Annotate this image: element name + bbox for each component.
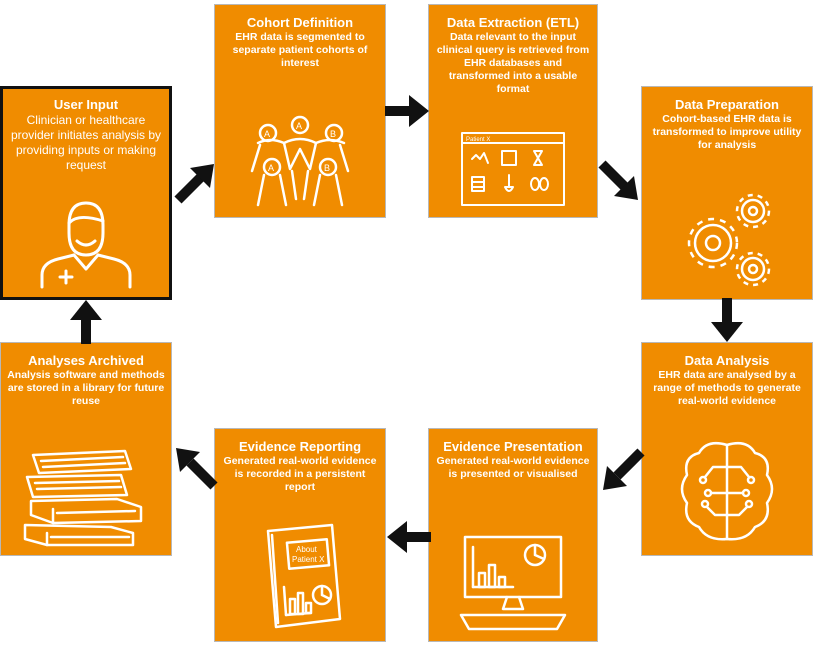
svg-text:A: A — [268, 163, 274, 173]
step-description: Cohort-based EHR data is transformed to … — [652, 113, 802, 151]
step-data-analysis: Data Analysis EHR data are analysed by a… — [641, 342, 813, 556]
computer-chart-icon — [459, 535, 567, 631]
step-user-input: User Input Clinician or healthcare provi… — [0, 86, 172, 300]
arrow-extraction-to-preparation — [598, 160, 638, 200]
step-description: EHR data are analysed by a range of meth… — [653, 369, 801, 407]
arrow-analysis-to-presentation — [603, 448, 645, 490]
step-description: Generated real-world evidence is recorde… — [223, 455, 377, 493]
svg-text:B: B — [330, 129, 336, 139]
gears-icon — [687, 193, 771, 287]
window-tab-label: Patient X — [466, 137, 490, 143]
step-title: Evidence Reporting — [238, 439, 362, 454]
svg-text:A: A — [264, 129, 270, 139]
brain-circuit-icon — [680, 442, 774, 541]
report-icon: About Patient X — [266, 523, 342, 629]
step-title: User Input — [53, 97, 119, 112]
arrow-cohort-to-extraction — [385, 95, 429, 127]
step-description: Data relevant to the input clinical quer… — [436, 31, 590, 95]
step-title: Cohort Definition — [246, 15, 354, 30]
books-icon — [23, 449, 143, 547]
step-description: Clinician or healthcare provider initiat… — [10, 113, 162, 172]
step-description: Generated real-world evidence is present… — [436, 455, 590, 480]
arrow-archived-to-user-input — [70, 300, 102, 344]
step-evidence-presentation: Evidence Presentation Generated real-wor… — [428, 428, 598, 642]
report-label-line1: About — [296, 545, 318, 554]
step-description: Analysis software and methods are stored… — [7, 369, 165, 407]
arrow-reporting-to-archived — [176, 448, 218, 490]
svg-text:B: B — [324, 163, 330, 173]
step-cohort-definition: Cohort Definition EHR data is segmented … — [214, 4, 386, 218]
step-title: Evidence Presentation — [443, 439, 583, 454]
arrow-presentation-to-reporting — [387, 521, 431, 553]
database-window-icon: Patient X — [461, 132, 565, 206]
step-title: Data Analysis — [684, 353, 770, 368]
step-title: Analyses Archived — [28, 353, 144, 368]
people-cohort-icon: A A B A B — [250, 115, 350, 207]
step-description: EHR data is segmented to separate patien… — [232, 31, 368, 69]
step-analyses-archived: Analyses Archived Analysis software and … — [0, 342, 172, 556]
step-title: Data Extraction (ETL) — [446, 15, 580, 30]
report-label-line2: Patient X — [292, 555, 325, 564]
step-data-preparation: Data Preparation Cohort-based EHR data i… — [641, 86, 813, 300]
step-title: Data Preparation — [674, 97, 780, 112]
svg-text:A: A — [296, 121, 302, 131]
arrow-preparation-to-analysis — [711, 298, 743, 342]
doctor-icon — [40, 201, 132, 289]
step-data-extraction: Data Extraction (ETL) Data relevant to t… — [428, 4, 598, 218]
step-evidence-reporting: Evidence Reporting Generated real-world … — [214, 428, 386, 642]
arrow-user-input-to-cohort — [174, 164, 214, 204]
